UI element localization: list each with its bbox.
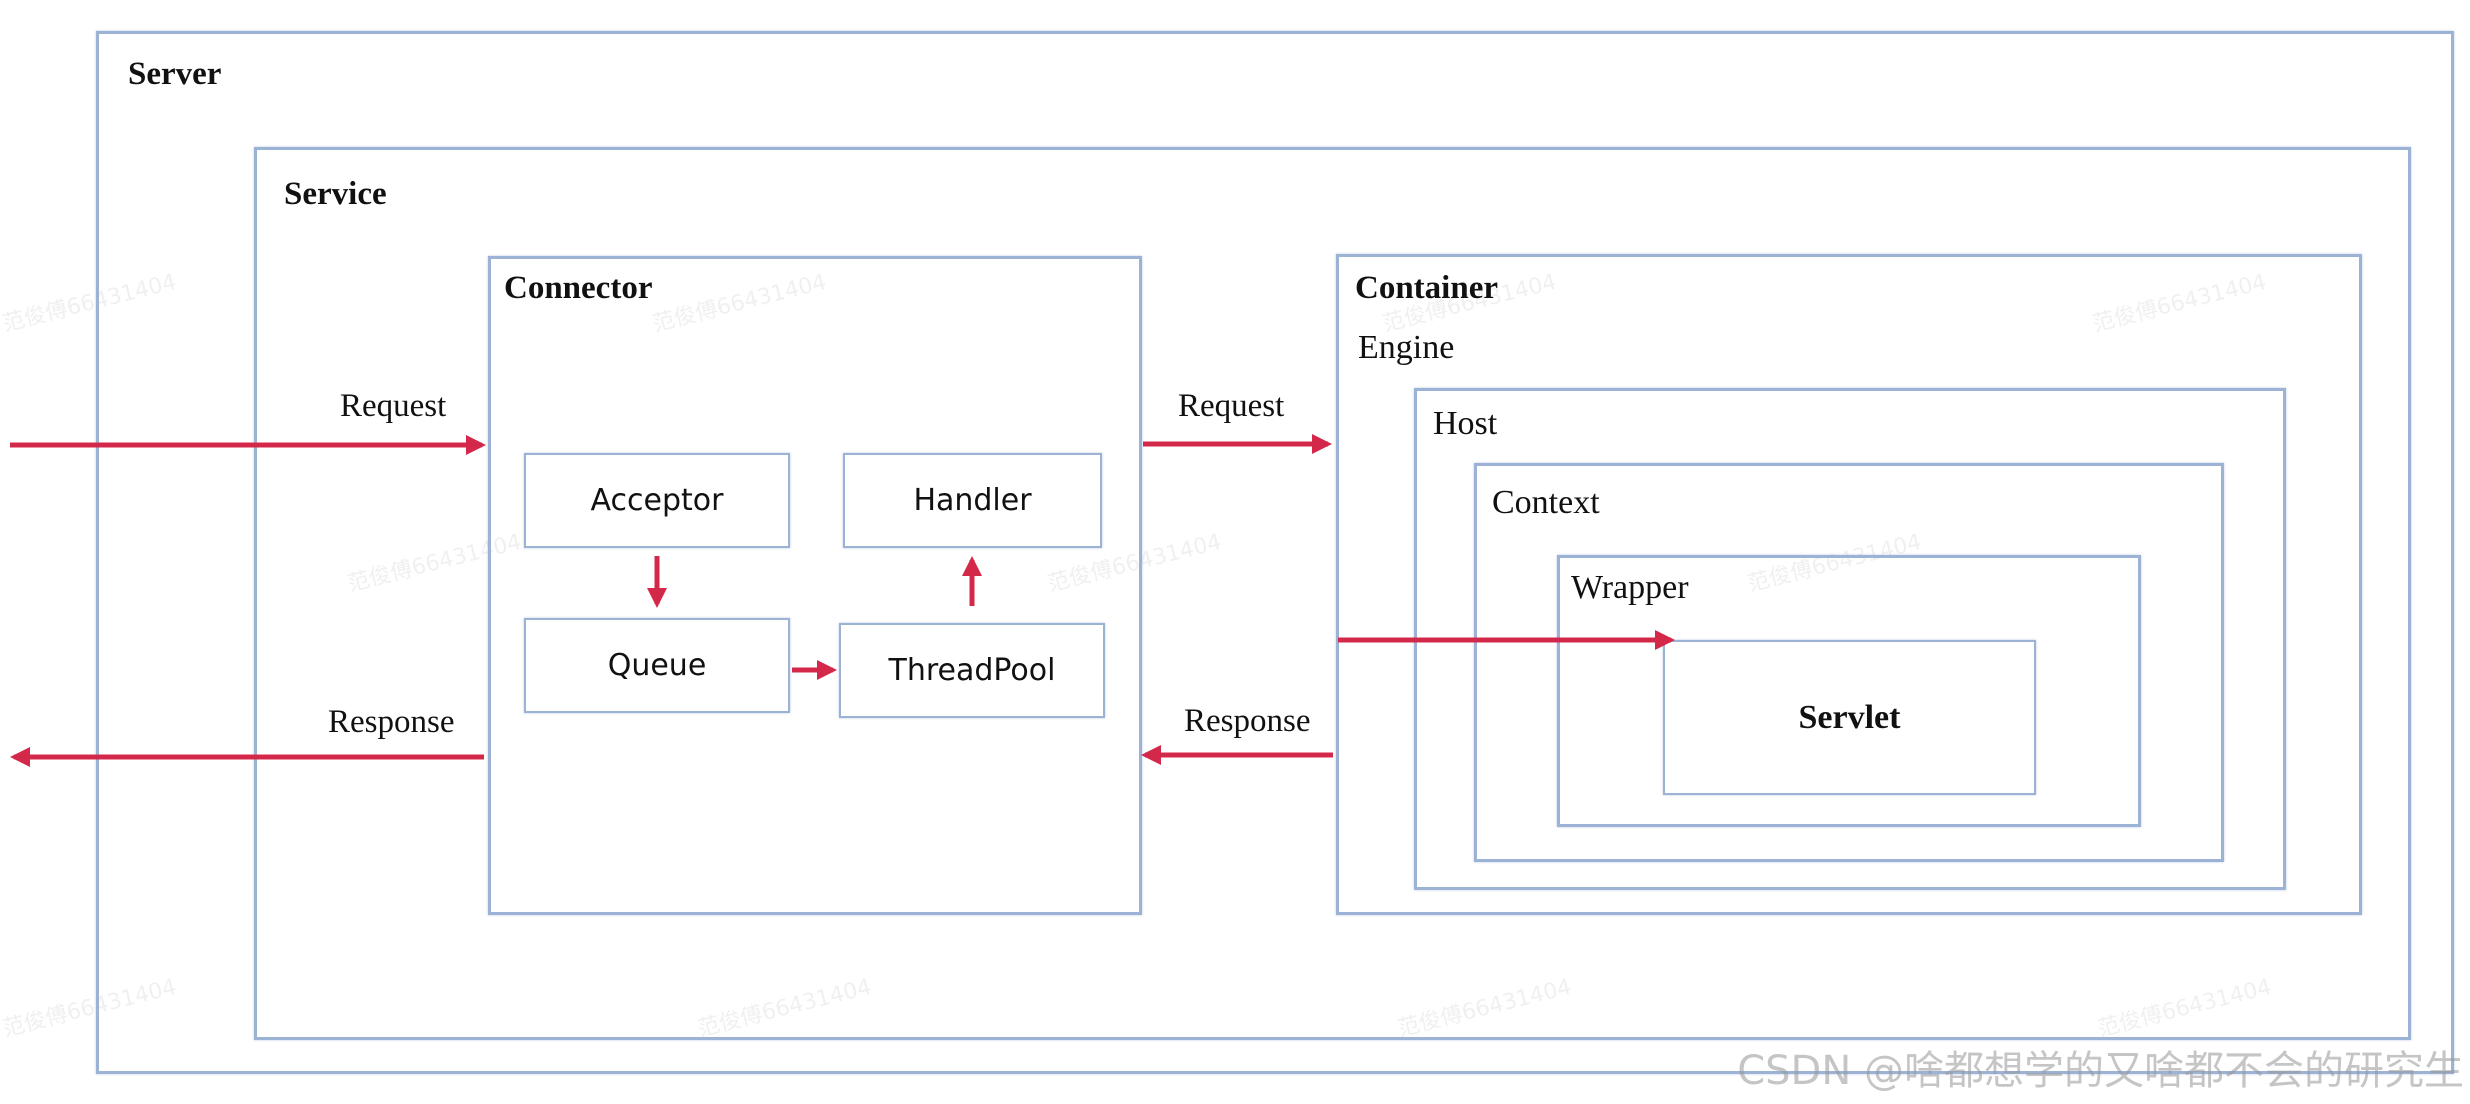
wrapper-box	[1557, 555, 2141, 827]
queue-label: Queue	[607, 648, 707, 683]
threadpool-box: ThreadPool	[839, 623, 1105, 718]
acceptor-label: Acceptor	[590, 483, 724, 518]
host-label: Host	[1433, 405, 1498, 442]
servlet-label: Servlet	[1798, 698, 1901, 736]
request-in-label: Request	[340, 388, 447, 424]
service-box	[254, 147, 2411, 1040]
queue-box: Queue	[524, 618, 790, 713]
engine-label: Engine	[1358, 329, 1455, 366]
service-label: Service	[284, 176, 387, 212]
csdn-watermark: CSDN @啥都想学的又啥都不会的研究生	[1737, 1048, 2464, 1094]
context-label: Context	[1492, 484, 1600, 521]
server-box	[96, 31, 2454, 1074]
connector-label: Connector	[504, 270, 653, 306]
wrapper-label: Wrapper	[1571, 569, 1689, 606]
container-box	[1336, 254, 2362, 915]
response-from-container-label: Response	[1184, 703, 1311, 739]
acceptor-box: Acceptor	[524, 453, 790, 548]
container-label: Container	[1355, 270, 1498, 306]
server-label: Server	[128, 56, 222, 92]
request-to-container-label: Request	[1178, 388, 1285, 424]
servlet-box: Servlet	[1663, 640, 2036, 795]
threadpool-label: ThreadPool	[888, 653, 1056, 688]
handler-box: Handler	[843, 453, 1102, 548]
context-box	[1474, 463, 2224, 862]
response-out-label: Response	[328, 704, 455, 740]
handler-label: Handler	[913, 483, 1032, 518]
connector-box	[488, 256, 1142, 915]
